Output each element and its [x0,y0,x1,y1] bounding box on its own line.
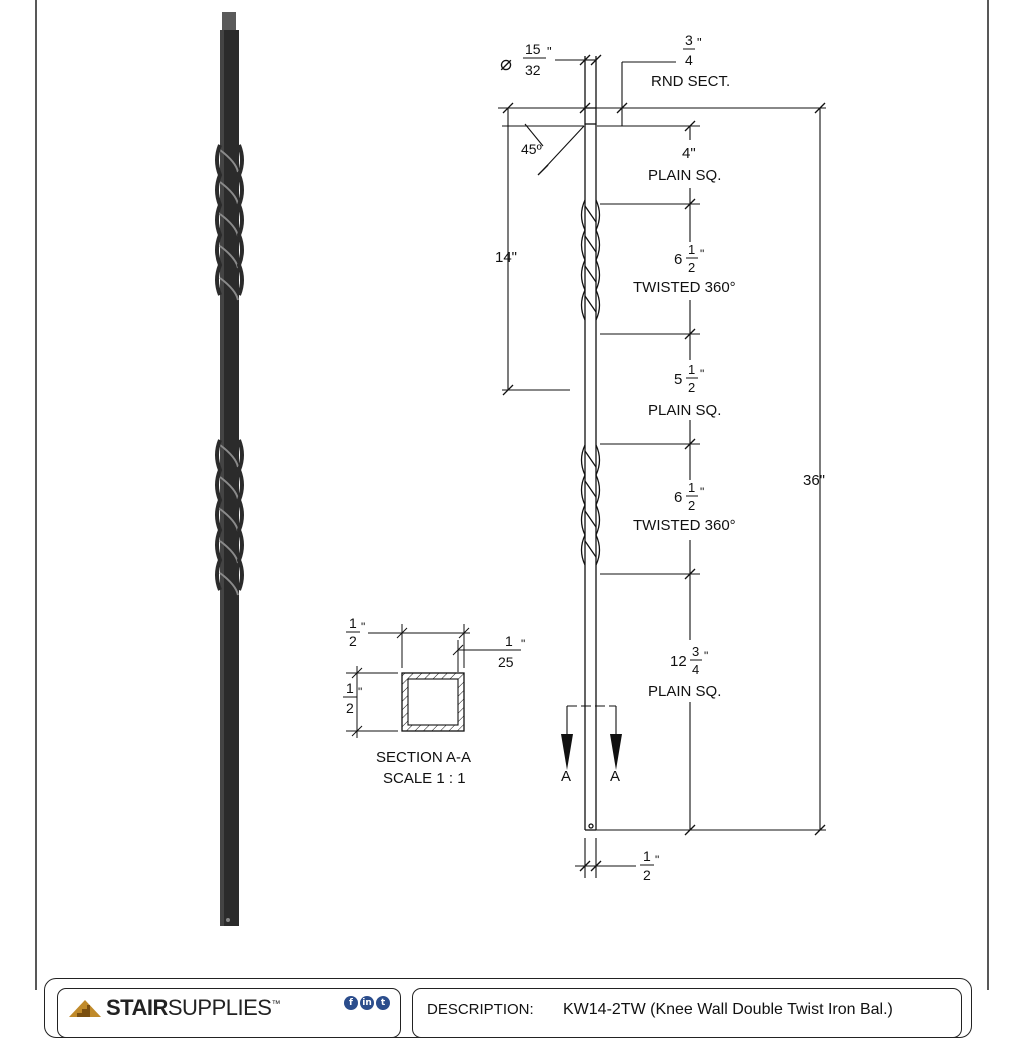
section-height-num: 1 [346,680,354,696]
section-cut-label-right: A [610,768,620,785]
rnd-inch: " [697,35,702,50]
section-scale: SCALE 1 : 1 [383,770,466,787]
segment-5-label: PLAIN SQ. [648,683,721,700]
facebook-icon[interactable]: f [344,996,358,1010]
overall-right-dim: 36" [803,472,825,489]
segment-5-whole: 12 [670,653,687,670]
rnd-label: RND SECT. [651,73,730,90]
stairs-logo-icon [69,1000,101,1017]
segment-4-num: 1 [688,480,695,495]
segment-2-num: 1 [688,242,695,257]
segment-4-den: 2 [688,498,695,513]
brand-name: STAIRSUPPLIES™ [106,995,280,1020]
section-arrows [561,734,622,770]
segment-2-inch: " [700,247,704,261]
rnd-denominator: 4 [685,52,693,68]
logo-panel: STAIRSUPPLIES™ f in t [57,988,401,1038]
section-wall-inch: " [521,637,525,651]
baluster-upper-twist [219,149,239,301]
linkedin-icon[interactable]: in [360,996,374,1010]
social-links: f in t [344,996,390,1010]
section-a-a: 1 2 " 1 25 " 1 2 " SECTION A-A SCALE 1 :… [343,615,525,787]
section-width-den: 2 [349,633,357,649]
baluster-lower-twist [219,444,239,596]
overall-left-dim: 14" [495,249,517,266]
rnd-numerator: 3 [685,32,693,48]
segment-5-inch: " [704,649,708,663]
segment-4-whole: 6 [674,489,682,506]
segment-1-plain: 4" [682,145,696,162]
segment-3-inch: " [700,367,704,381]
section-width-num: 1 [349,615,357,631]
section-cut-label-left: A [561,768,571,785]
brand-logo[interactable]: STAIRSUPPLIES™ [68,995,280,1021]
twitter-icon[interactable]: t [376,996,390,1010]
diameter-numerator: 15 [525,41,541,57]
diameter-inch: " [547,44,552,59]
description-value: KW14-2TW (Knee Wall Double Twist Iron Ba… [563,1001,893,1018]
bottom-width-den: 2 [643,867,651,883]
segment-1-label: PLAIN SQ. [648,167,721,184]
segment-2-whole: 6 [674,251,682,268]
section-width-inch: " [361,620,365,634]
baluster-outline [580,56,601,831]
segment-3-den: 2 [688,380,695,395]
description-panel: DESCRIPTION: KW14-2TW (Knee Wall Double … [412,988,962,1038]
segment-3-whole: 5 [674,371,682,388]
diameter-denominator: 32 [525,62,541,78]
section-title: SECTION A-A [376,749,471,766]
segment-5-den: 4 [692,662,699,677]
segment-2-den: 2 [688,260,695,275]
segment-3-num: 1 [688,362,695,377]
segment-4-label: TWISTED 360° [633,517,736,534]
segment-4-inch: " [700,485,704,499]
dimension-lines [498,59,826,878]
section-height-den: 2 [346,700,354,716]
chamfer-angle: 45º [521,141,542,157]
bottom-width-inch: " [655,853,659,867]
section-wall-den: 25 [498,654,514,670]
segment-3-label: PLAIN SQ. [648,402,721,419]
segment-5-num: 3 [692,644,699,659]
section-height-inch: " [358,685,362,699]
dimension-text: ⌀ 15 32 " 3 4 " RND SECT. 45º 14" 36" 4"… [495,32,825,883]
segment-2-label: TWISTED 360° [633,279,736,296]
dimension-ticks [502,54,826,872]
description-label: DESCRIPTION: [427,1001,534,1018]
bottom-width-num: 1 [643,848,651,864]
baluster-render [215,12,244,926]
section-wall-num: 1 [505,633,513,649]
diameter-symbol: ⌀ [500,53,512,75]
